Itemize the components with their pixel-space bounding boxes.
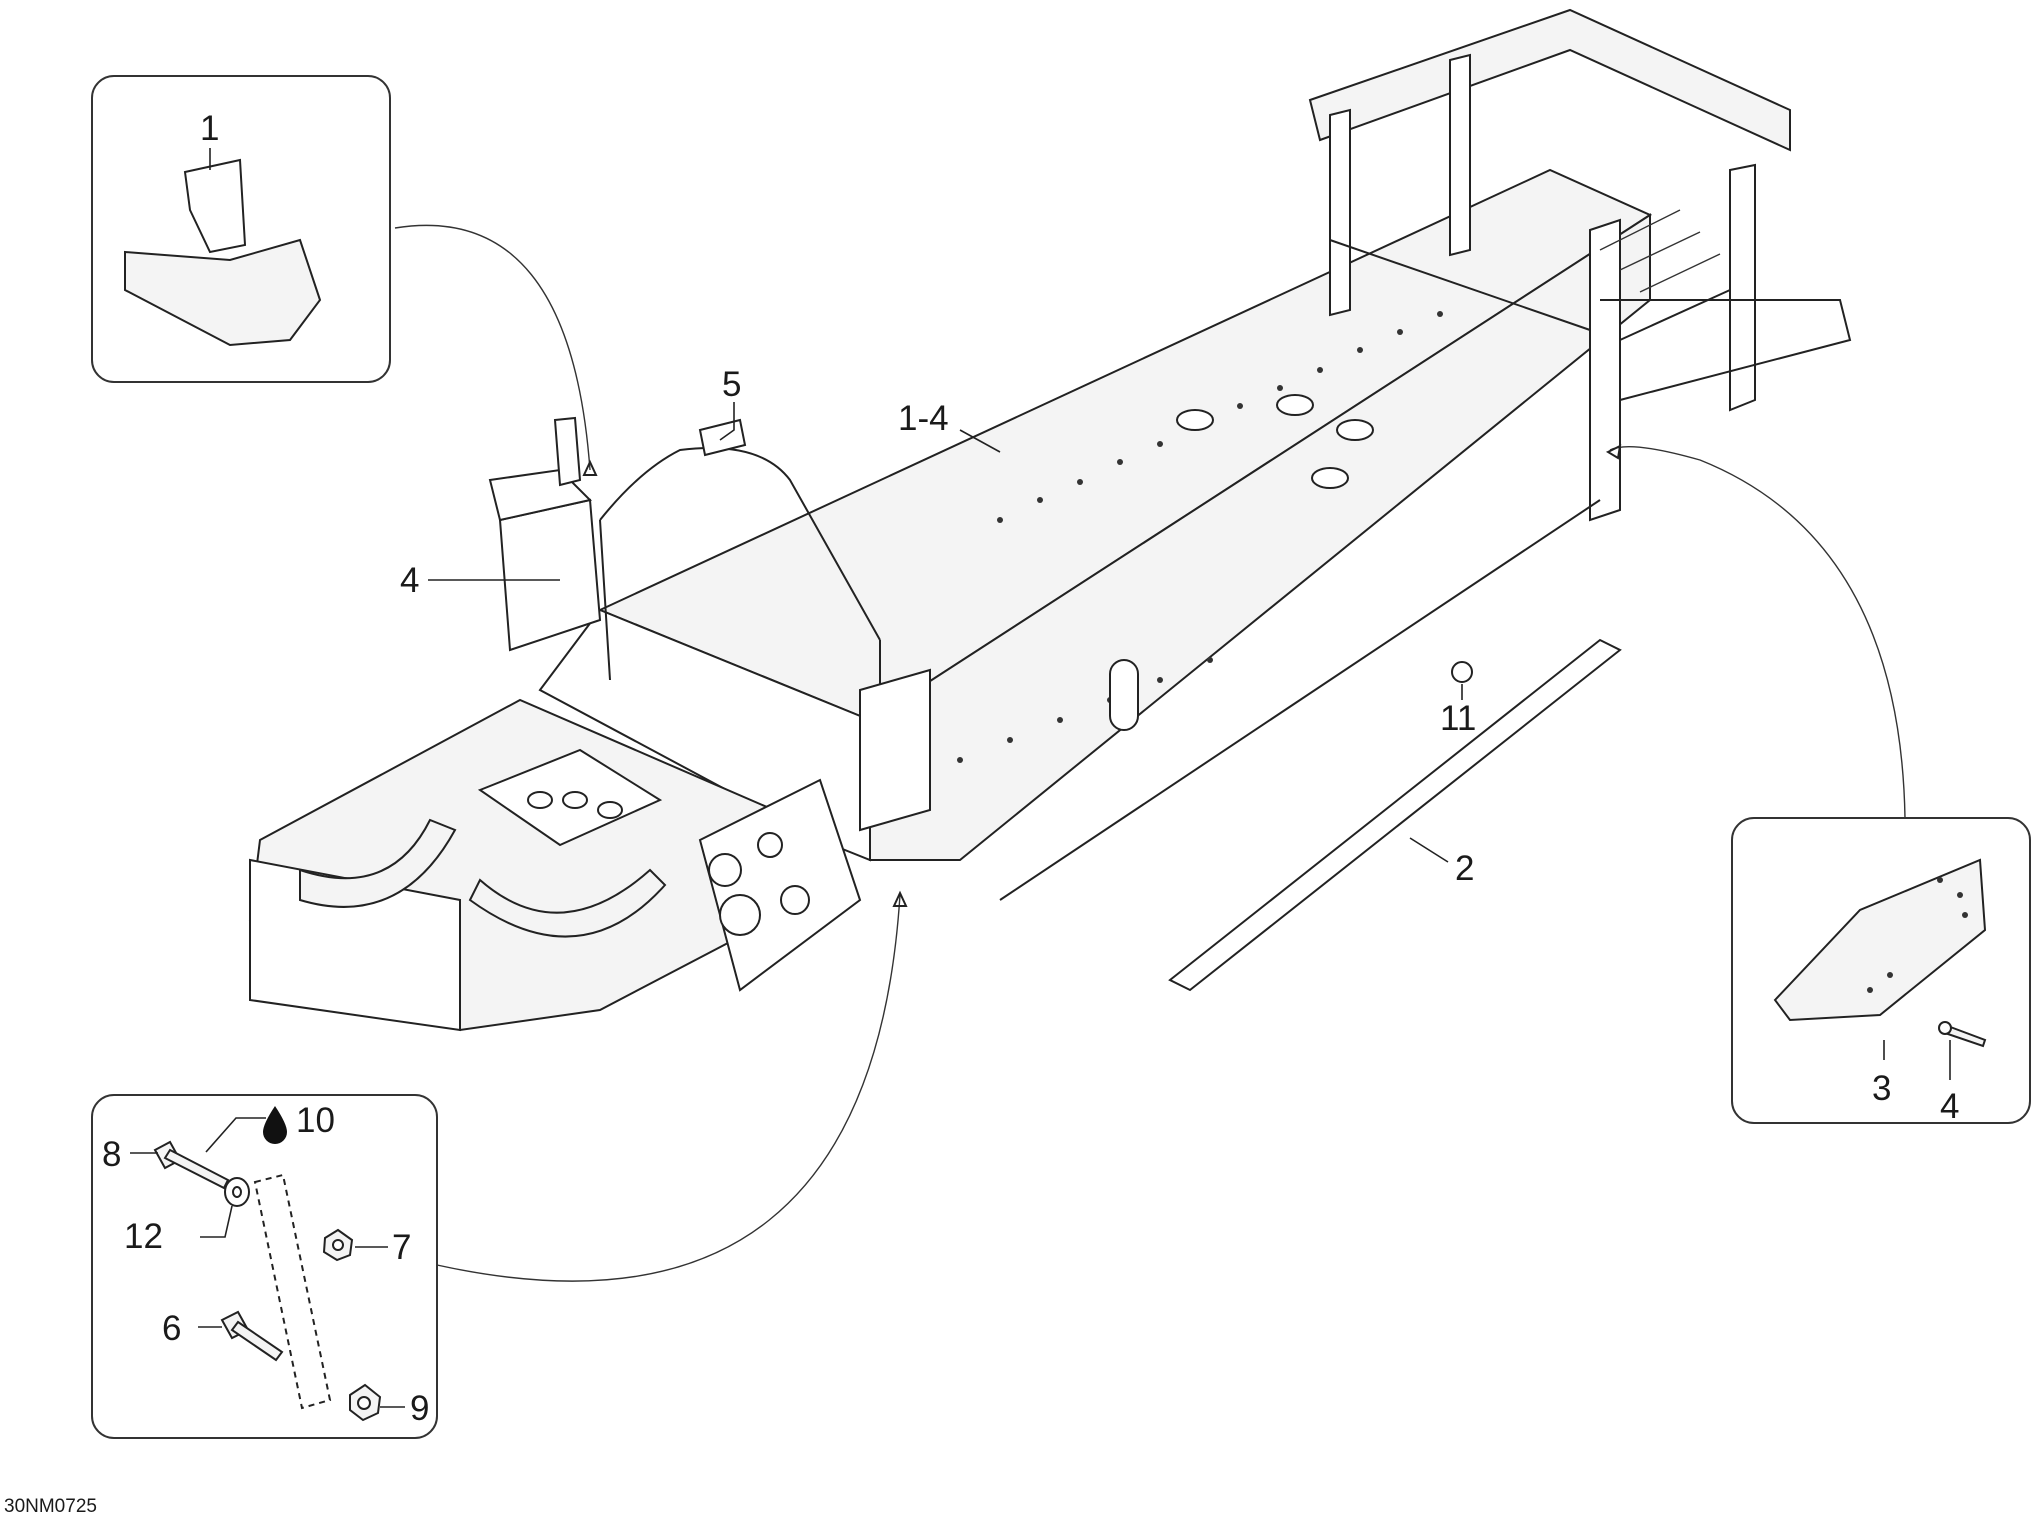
callout-6: 6 xyxy=(162,1309,181,1348)
callout-4: 4 xyxy=(400,561,419,600)
callout-4-detail: 4 xyxy=(1940,1087,1959,1126)
connector-curves xyxy=(394,224,1906,1282)
oil-drop-icon xyxy=(263,1106,287,1144)
callout-3: 3 xyxy=(1872,1069,1891,1108)
callout-7: 7 xyxy=(392,1228,411,1267)
rivet-4 xyxy=(1938,1021,1987,1048)
callout-11: 11 xyxy=(1440,699,1476,738)
bolt-6 xyxy=(220,1310,284,1362)
callout-2: 2 xyxy=(1455,849,1474,888)
rear-rack xyxy=(1308,8,1852,522)
front-bulkhead xyxy=(248,698,862,1032)
nut-7 xyxy=(322,1228,354,1262)
detail-box-1: 1 xyxy=(91,75,391,383)
bolt-8 xyxy=(153,1140,230,1190)
detail-box-3: 3 4 xyxy=(1731,817,2031,1126)
frame-assembly xyxy=(248,8,1852,1032)
main-callouts: 5 1-4 4 11 2 xyxy=(400,365,1476,888)
callout-5: 5 xyxy=(722,365,741,404)
callout-8: 8 xyxy=(102,1135,121,1174)
running-board xyxy=(1168,638,1622,992)
side-rail-tube xyxy=(999,499,1601,901)
steering-support xyxy=(488,416,931,832)
callout-9: 9 xyxy=(410,1389,429,1428)
callout-12: 12 xyxy=(124,1217,163,1256)
detail-box-fasteners: 8 12 6 7 9 10 xyxy=(91,1094,438,1439)
nut-9 xyxy=(349,1383,382,1422)
callout-1-4: 1-4 xyxy=(898,399,949,438)
callout-1: 1 xyxy=(200,109,219,148)
callout-10: 10 xyxy=(296,1101,335,1140)
plug-part xyxy=(1451,661,1473,683)
deck-holes xyxy=(957,311,1443,763)
diagram-code: 30NM0725 xyxy=(4,1496,97,1517)
